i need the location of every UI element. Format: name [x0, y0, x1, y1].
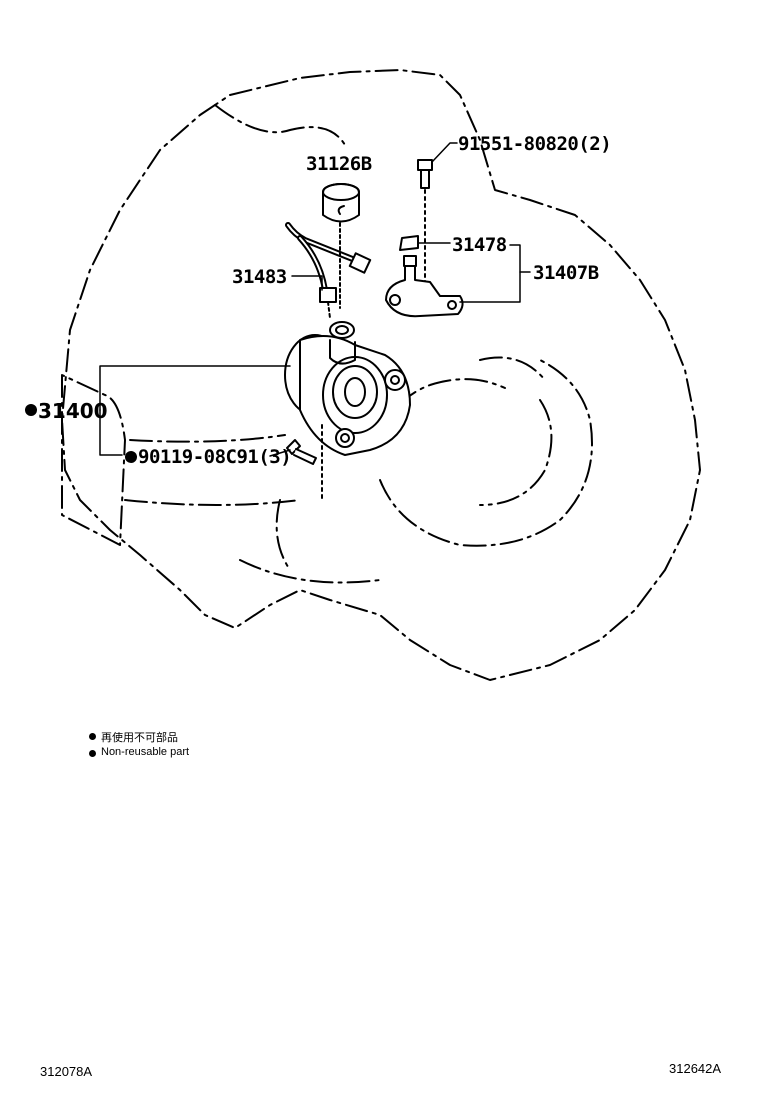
- legend-dot-en: [89, 750, 96, 757]
- footer-right-code: 312642A: [669, 1061, 722, 1076]
- housing-lower-block: [61, 374, 126, 546]
- housing-rib-4: [275, 499, 291, 571]
- label-31400: 31400: [38, 399, 108, 423]
- footer-left-code: 312078A: [40, 1064, 93, 1079]
- housing-rib-1: [129, 434, 286, 443]
- bleeder-cap: [399, 235, 419, 251]
- label-31407B: 31407B: [533, 262, 599, 284]
- housing-top-ridge: [214, 104, 346, 146]
- bracket-union: [385, 255, 464, 318]
- release-cylinder: [284, 321, 411, 456]
- bell-inner-arc-3: [479, 399, 553, 506]
- legend-dot-jp: [89, 733, 96, 740]
- leader-91551: [431, 142, 458, 163]
- legend-text-jp: 再使用不可部品: [101, 732, 178, 744]
- label-91551-80820: 91551-80820(2): [458, 133, 611, 155]
- bell-inner-arc-4: [479, 356, 546, 381]
- label-31126B: 31126B: [306, 153, 372, 175]
- label-31483: 31483: [232, 266, 287, 288]
- non-reusable-dot-90119: [125, 451, 137, 463]
- housing-outline: [61, 69, 701, 681]
- boot-cap: [322, 183, 360, 223]
- leader-31400: [99, 365, 291, 411]
- label-90119-08C91: 90119-08C91(3): [138, 446, 291, 468]
- leader-31400-lower: [99, 409, 123, 456]
- label-31478: 31478: [452, 234, 507, 256]
- legend-text-en: Non-reusable part: [101, 746, 190, 758]
- bolt-top: [417, 159, 433, 291]
- leader-31483: [291, 275, 323, 291]
- fluid-pipe: [285, 204, 372, 319]
- small-bolt: [286, 439, 317, 465]
- non-reusable-dot-31400: [25, 404, 37, 416]
- bell-inner-arc-2: [379, 359, 593, 547]
- leader-31407B: [459, 244, 521, 303]
- housing-rib-2: [124, 499, 301, 506]
- leader-90119: [269, 449, 291, 457]
- housing-rib-3: [239, 559, 381, 584]
